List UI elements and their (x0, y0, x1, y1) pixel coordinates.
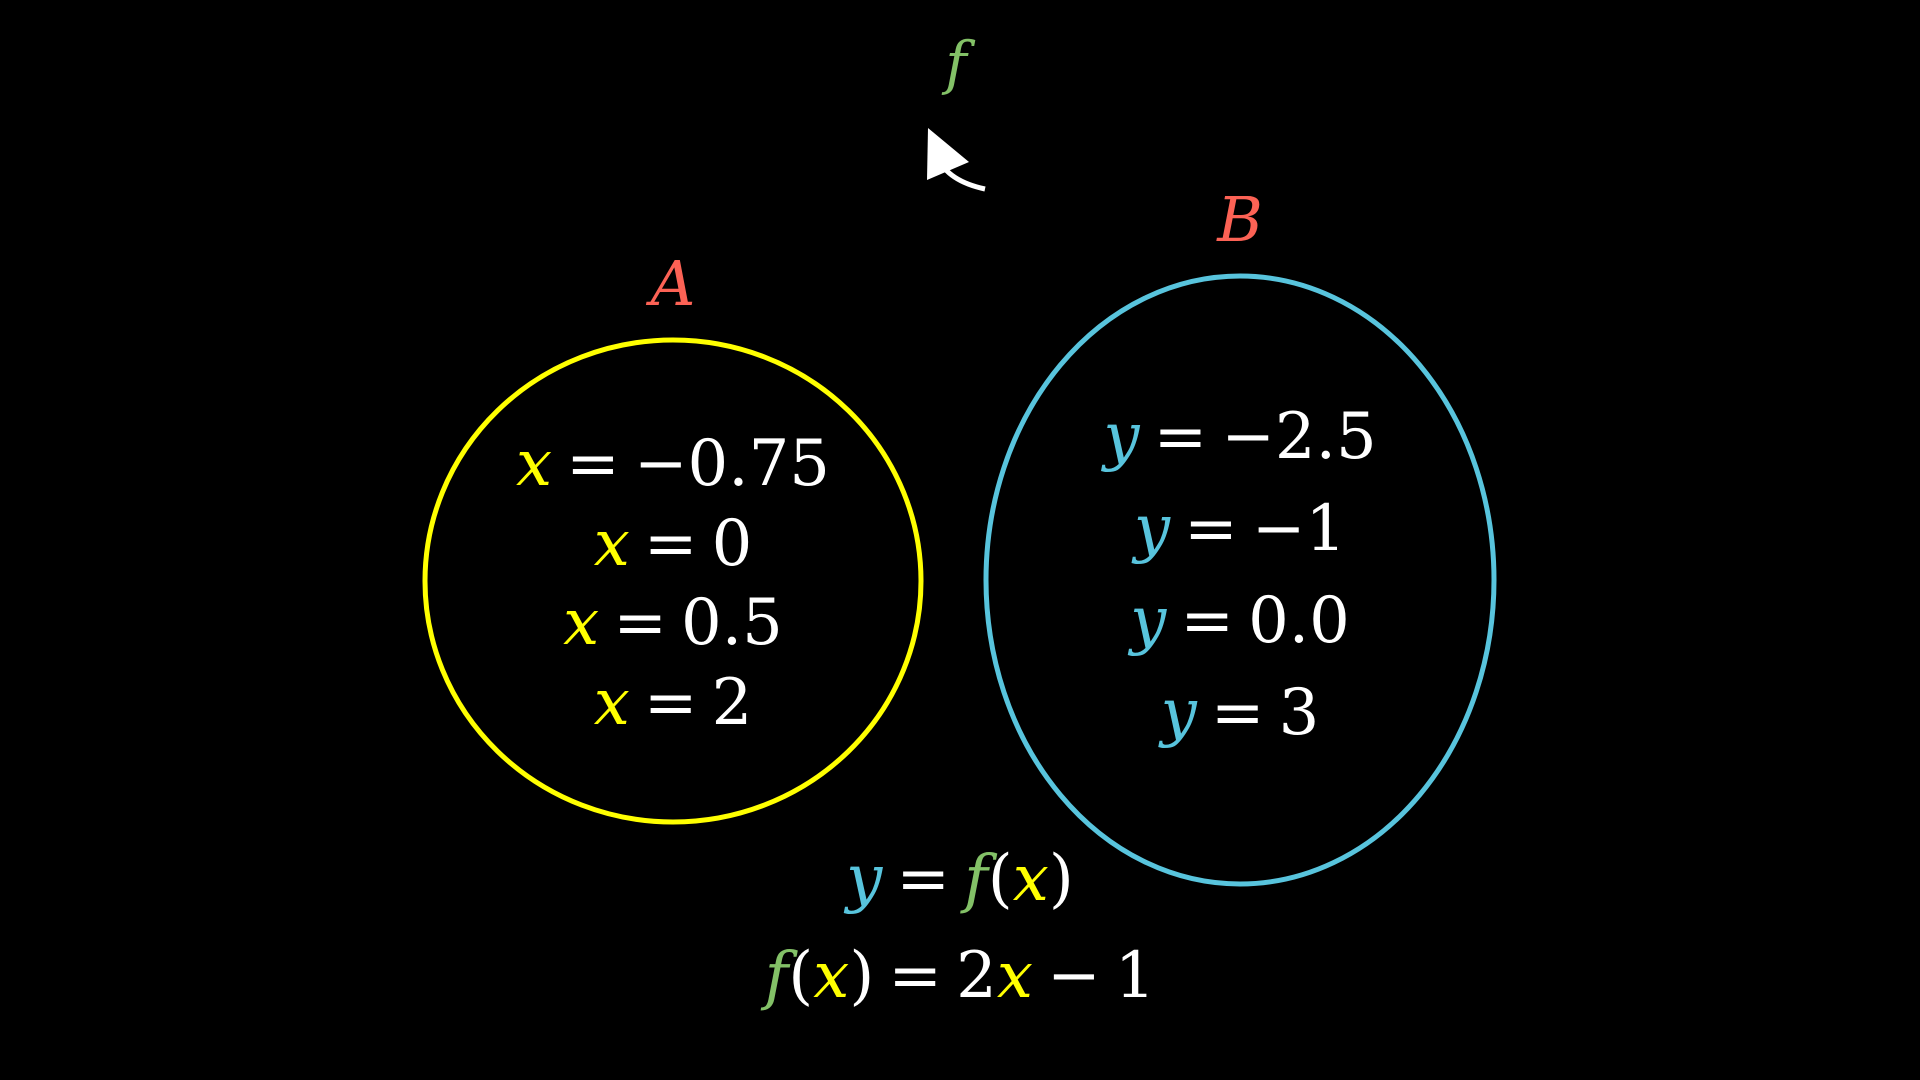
equals-sign: = (1210, 676, 1265, 750)
y-var: y (1133, 492, 1171, 566)
close-paren: ) (1048, 842, 1074, 916)
equals-sign: = (566, 427, 620, 501)
equals-sign: = (1153, 400, 1208, 474)
set-b-label: B (1217, 183, 1263, 256)
item-value: −0.75 (633, 427, 830, 501)
item-value: 0 (711, 507, 753, 581)
open-paren: ( (987, 842, 1013, 916)
item-value: −1 (1251, 492, 1347, 566)
set-a-item: x=0 (594, 512, 753, 576)
x-var: x (563, 586, 600, 660)
equals-sign: = (643, 666, 698, 740)
constant: 1 (1114, 939, 1156, 1013)
y-var: y (846, 842, 883, 916)
item-value: 3 (1278, 676, 1320, 750)
close-paren: ) (849, 939, 875, 1013)
x-var: x (1012, 842, 1049, 916)
x-var: x (813, 939, 850, 1013)
set-b-item: y=−1 (1134, 497, 1346, 561)
y-var: y (1130, 584, 1167, 658)
open-paren: ( (788, 939, 814, 1013)
x-var: x (996, 939, 1033, 1013)
equals-sign: = (888, 939, 943, 1013)
equals-sign: = (1184, 492, 1238, 566)
curved-arrow-icon (927, 128, 986, 192)
coefficient: 2 (956, 939, 997, 1013)
item-value: 0.0 (1248, 584, 1350, 658)
function-label: f (945, 29, 967, 97)
item-value: 2 (711, 666, 753, 740)
minus-sign: − (1046, 939, 1101, 1013)
item-value: −2.5 (1221, 400, 1377, 474)
y-var: y (1160, 676, 1197, 750)
equals-sign: = (896, 842, 951, 916)
y-var: y (1103, 400, 1140, 474)
set-a-item: x=0.5 (563, 591, 783, 655)
x-var: x (593, 507, 630, 581)
set-b-item: y=3 (1161, 681, 1320, 745)
set-b-item: y=0.0 (1130, 589, 1350, 653)
set-b-item: y=−2.5 (1103, 405, 1376, 469)
set-a-label: A (650, 247, 696, 320)
set-b-ring (983, 273, 1497, 887)
set-a-item: x=−0.75 (516, 432, 830, 496)
item-value: 0.5 (681, 586, 783, 660)
function-symbol: f (964, 842, 988, 916)
x-var: x (593, 666, 630, 740)
equals-sign: = (613, 586, 667, 660)
equals-sign: = (1180, 584, 1234, 658)
function-symbol: f (764, 939, 789, 1013)
equation-mapping: y=f(x) (846, 847, 1074, 911)
set-a-ring (422, 337, 924, 825)
equation-definition: f(x)=2x−1 (765, 944, 1156, 1008)
x-var: x (516, 427, 553, 501)
equals-sign: = (643, 507, 698, 581)
set-a-item: x=2 (594, 671, 753, 735)
